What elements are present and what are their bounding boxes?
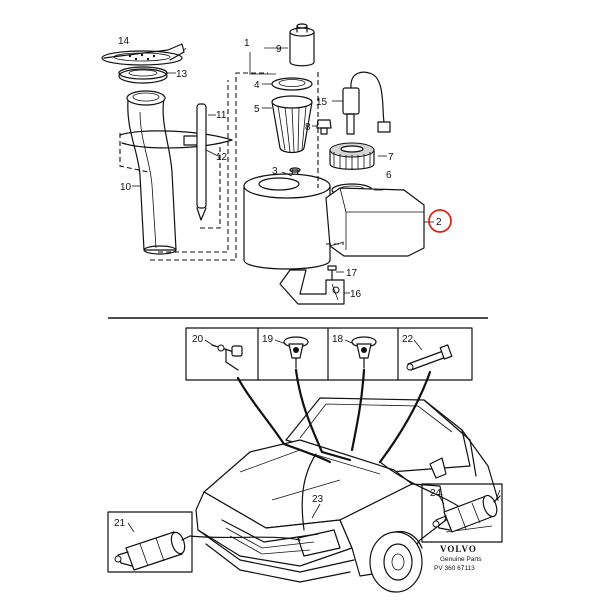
callout-1: 1: [244, 38, 250, 49]
brand-name: VOLVO: [440, 544, 477, 554]
callout-3: 3: [272, 166, 278, 177]
part-19-washer-nozzle: [283, 336, 309, 369]
part-15-level-sensor: [342, 71, 391, 135]
callout-10: 10: [120, 182, 132, 193]
callout-24: 24: [430, 488, 442, 499]
callout-19: 19: [262, 334, 274, 345]
part-8-nut: [316, 119, 332, 135]
part-11-hose-clamp: [119, 130, 233, 149]
car-body: [195, 397, 501, 593]
callout-21: 21: [114, 518, 126, 529]
callout-11: 11: [216, 110, 227, 121]
brand-line-1: Genuine Parts: [440, 556, 482, 563]
part-16-bracket: [279, 269, 345, 305]
part-10-filler-neck: [126, 90, 177, 255]
callout-2: 2: [436, 217, 442, 228]
part-14-filler-cap: [101, 43, 185, 66]
callout-15: 15: [316, 97, 328, 108]
callout-12: 12: [216, 152, 228, 163]
part-4-ring: [271, 77, 313, 91]
callout-14: 14: [118, 36, 130, 47]
callout-4: 4: [254, 80, 260, 91]
part-24-box: [421, 483, 503, 543]
part-5-filter-strainer: [271, 95, 313, 154]
callout-9: 9: [276, 44, 282, 55]
part-22-connector: [406, 344, 453, 371]
part-7-threaded-cap: [329, 142, 375, 170]
callout-13: 13: [176, 69, 188, 80]
brand-line-2: PV 360 67113: [434, 565, 475, 572]
callout-17: 17: [346, 268, 358, 279]
callout-5: 5: [254, 104, 260, 115]
callout-18: 18: [332, 334, 344, 345]
callout-labels-upper: 1 2 3 4 5 6 7 8 9 10 11 12 13 14 15 16 1…: [118, 36, 442, 300]
part-2-reservoir: [243, 173, 425, 270]
leaders-upper: [132, 47, 434, 294]
nozzle-parts-box: [185, 327, 473, 381]
callout-2-highlight: [428, 209, 452, 233]
callout-6: 6: [386, 170, 392, 181]
callout-20: 20: [192, 334, 204, 345]
part-12-vent-pipe: [196, 103, 207, 221]
part-21-box: [107, 511, 193, 573]
hose-routing: [236, 368, 459, 531]
callout-16: 16: [350, 289, 362, 300]
part-9-pump-cover: [289, 23, 315, 67]
callout-labels-lower: 21 23 24: [114, 488, 442, 529]
part-18-washer-nozzle: [351, 336, 377, 369]
callout-22: 22: [402, 334, 414, 345]
callout-23: 23: [312, 494, 324, 505]
leaders-lower: [127, 493, 445, 541]
part-21-washer-pump: [114, 531, 191, 571]
callout-7: 7: [388, 152, 394, 163]
part-13-seal-ring: [118, 66, 168, 84]
brand-block: VOLVO Genuine Parts PV 360 67113: [434, 544, 482, 572]
callout-labels-box: 20 19 18 22: [192, 334, 423, 351]
part-17-screw: [327, 265, 337, 281]
part-24-washer-pump: [432, 494, 501, 533]
assembly-lines: [119, 72, 344, 261]
callout-8: 8: [305, 122, 311, 133]
part-20-t-connector: [211, 344, 243, 371]
